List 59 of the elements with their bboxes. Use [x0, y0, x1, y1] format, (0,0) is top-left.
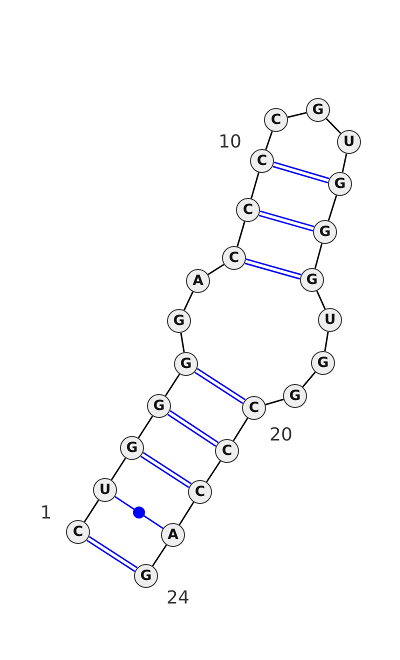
base-pair-line — [194, 368, 246, 404]
position-number: 20 — [270, 424, 292, 446]
nucleotide-circle: C — [236, 198, 260, 222]
nucleotide-circle: C — [215, 439, 239, 463]
nucleotide-circle: A — [186, 269, 210, 293]
backbone-line — [164, 374, 180, 396]
nucleotide-circle: G — [306, 98, 330, 122]
nucleotide-circle: C — [250, 149, 274, 173]
nucleotide-circle: G — [328, 172, 352, 196]
base-pair-line — [167, 410, 219, 447]
nucleotide-circle: U — [93, 478, 117, 502]
nucleotide-circle: G — [174, 352, 198, 376]
nucleotide-circle: C — [222, 246, 246, 270]
nucleotide-circle: G — [120, 436, 144, 460]
position-number: 1 — [40, 502, 52, 524]
backbone-line — [152, 544, 168, 566]
base-pair-line — [258, 210, 315, 232]
backbone-line — [302, 372, 316, 388]
backbone-line — [236, 221, 246, 247]
base-pair-line — [272, 162, 330, 184]
backbone-line — [326, 118, 342, 134]
nucleotide-circle: G — [313, 220, 337, 244]
nucleotide-circle: C — [66, 520, 90, 544]
backbone-line — [183, 292, 194, 310]
nucleotide-circle: C — [264, 108, 288, 132]
base-pair-line — [86, 536, 138, 572]
backbone-line — [208, 264, 224, 276]
backbone-line — [342, 154, 348, 172]
backbone-line — [324, 332, 329, 352]
backbone-line — [110, 458, 126, 480]
nucleotide-circle: G — [300, 268, 324, 292]
nucleotide-circle: C — [188, 480, 212, 504]
backbone-line — [316, 290, 326, 310]
backbone-line — [250, 172, 260, 199]
backbone-line — [206, 460, 222, 482]
base-pair-line — [244, 258, 302, 280]
nucleotide-circle: G — [147, 394, 171, 418]
backbone-line — [138, 416, 154, 438]
backbone-line — [178, 502, 194, 526]
backbone-line — [288, 112, 306, 118]
backbone-line — [84, 500, 100, 522]
nucleotide-circle: A — [161, 523, 185, 547]
nucleotide-circle: G — [167, 309, 191, 333]
backbone-line — [314, 243, 323, 269]
nucleotide-circle: C — [242, 396, 266, 420]
position-number: 24 — [166, 588, 190, 608]
backbone-line — [265, 398, 284, 406]
nucleotide-circle: U — [318, 308, 342, 332]
backbone-line — [232, 418, 248, 442]
base-pair-line — [140, 452, 192, 488]
nucleotide-circle: G — [134, 564, 158, 588]
nucleotide-circle: G — [283, 384, 307, 408]
backbone-line — [265, 131, 273, 150]
position-number: 10 — [218, 132, 242, 152]
nucleotide-circle: G — [311, 351, 335, 375]
nucleotide-circle: U — [337, 130, 361, 154]
backbone-line — [328, 195, 338, 221]
base-pair-line — [114, 496, 164, 529]
backbone-line — [180, 332, 185, 352]
